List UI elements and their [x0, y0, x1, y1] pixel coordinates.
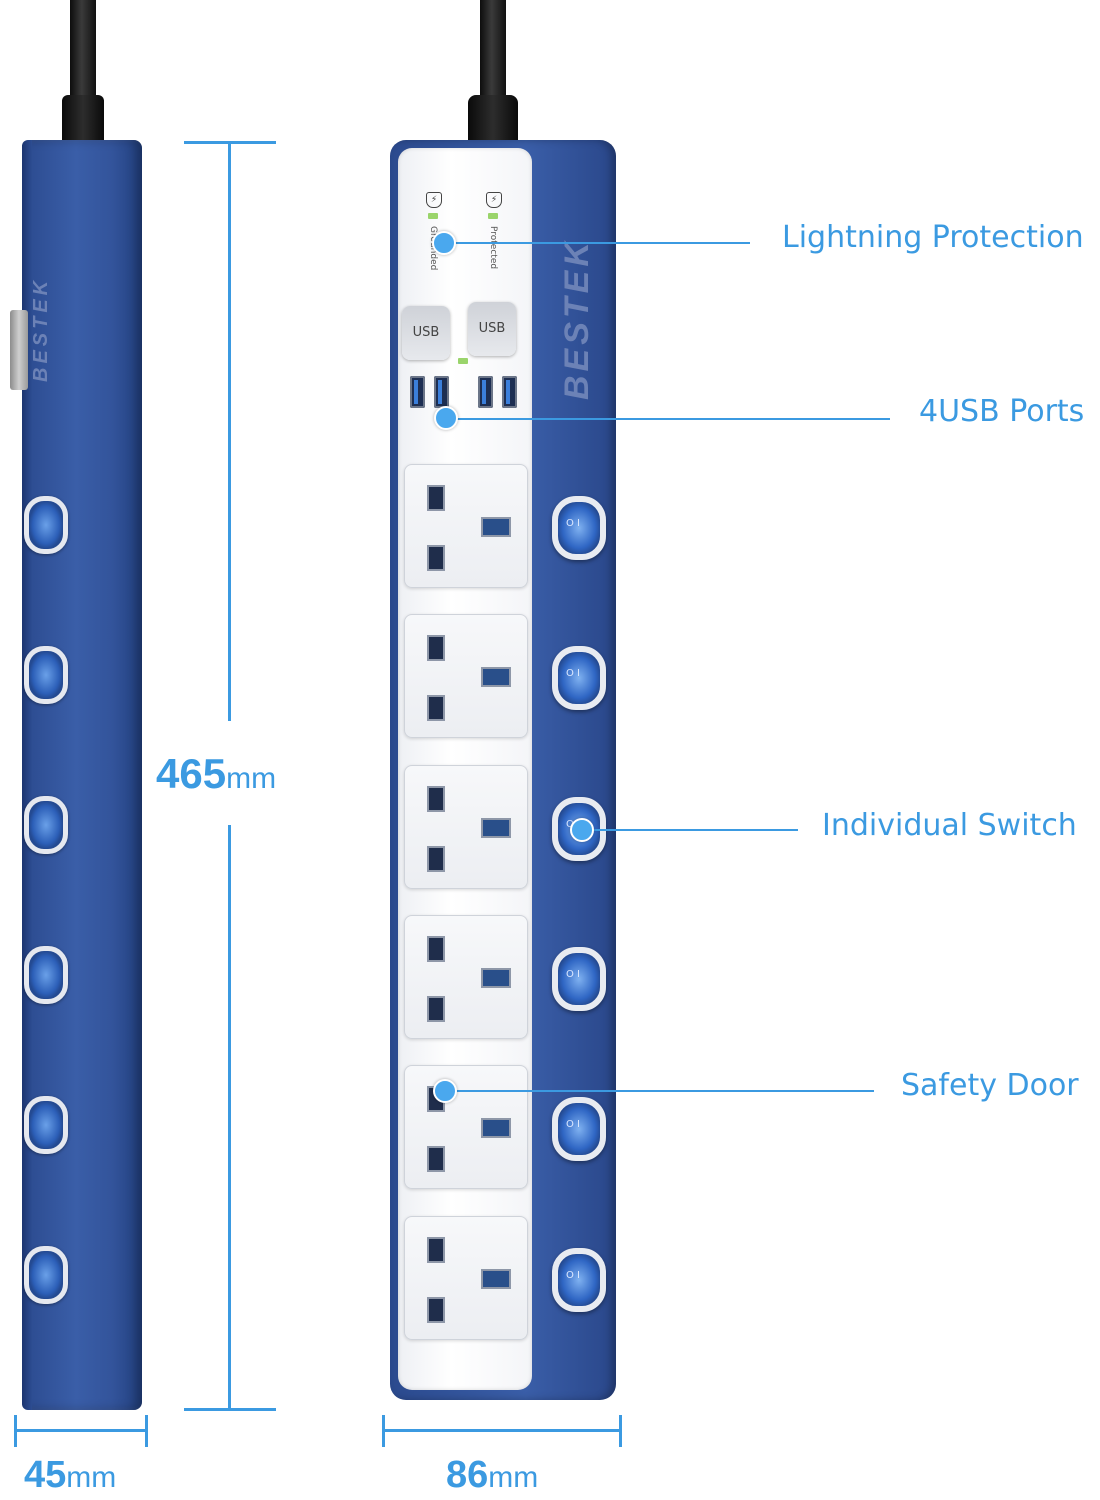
- safety-door-label: Safety Door: [901, 1068, 1079, 1103]
- side-width-unit: mm: [66, 1461, 117, 1494]
- usb-ports-label: 4USB Ports: [919, 394, 1085, 429]
- lightning-callout-dot: [432, 231, 456, 255]
- safety-callout-dot: [433, 1079, 457, 1103]
- side-view-edge: [22, 140, 32, 1410]
- individual-switch-label: Individual Switch: [822, 808, 1077, 843]
- usb-callout-dot: [434, 406, 458, 430]
- side-switch-2: [24, 646, 68, 704]
- side-switch-5: [24, 1096, 68, 1154]
- front-power-cable: [480, 0, 506, 110]
- protected-led: [488, 213, 498, 219]
- outlet-hole: [427, 695, 445, 721]
- safety-callout-line: [448, 1090, 874, 1092]
- outlet-switch-5: [552, 1097, 606, 1161]
- outlet-hole: [427, 1237, 445, 1263]
- outlet-2: [404, 614, 528, 738]
- side-width-dim-line: [14, 1429, 148, 1432]
- side-switch-6: [24, 1246, 68, 1304]
- grounded-indicator-icon: ⚡: [426, 192, 442, 208]
- height-value: 465: [156, 750, 227, 797]
- outlet-hole: [427, 1146, 445, 1172]
- outlet-4: [404, 915, 528, 1039]
- outlet-switch-4: [552, 947, 606, 1011]
- outlet-6: [404, 1216, 528, 1340]
- front-width-dim-right-cap: [619, 1415, 622, 1447]
- height-dim-line-upper: [228, 141, 231, 721]
- height-dimension-label: 465mm: [156, 750, 276, 798]
- side-width-dim-right-cap: [145, 1415, 148, 1447]
- height-dim-line-lower: [228, 825, 231, 1411]
- side-switch-3: [24, 796, 68, 854]
- side-switch-1: [24, 496, 68, 554]
- outlet-hole: [427, 936, 445, 962]
- protected-indicator-icon: ⚡: [486, 192, 502, 208]
- usb-led: [458, 358, 468, 364]
- outlet-earth-hole: [481, 818, 511, 838]
- outlet-hole: [427, 635, 445, 661]
- outlet-switch-2: [552, 646, 606, 710]
- switch-callout-line: [586, 829, 798, 831]
- usb-callout-line: [448, 418, 890, 420]
- usb-port-3: [478, 376, 493, 408]
- side-width-value: 45: [24, 1454, 67, 1496]
- outlet-hole: [427, 996, 445, 1022]
- height-dim-bottom-cap: [184, 1408, 276, 1411]
- lightning-protection-label: Lightning Protection: [782, 220, 1084, 255]
- usb-cover-left: USB: [402, 306, 450, 360]
- front-cable-strain-relief: [468, 95, 518, 145]
- front-width-unit: mm: [488, 1461, 539, 1494]
- front-width-value: 86: [446, 1454, 489, 1496]
- front-brand-logo: BESTEK: [558, 238, 596, 400]
- outlet-3: [404, 765, 528, 889]
- side-mount-clip: [10, 310, 28, 390]
- outlet-5: [404, 1065, 528, 1189]
- height-unit: mm: [226, 762, 277, 795]
- front-width-label: 86mm: [446, 1454, 538, 1497]
- protected-label: Protected: [488, 226, 498, 270]
- outlet-hole: [427, 1297, 445, 1323]
- outlet-earth-hole: [481, 1118, 511, 1138]
- usb-port-2: [434, 376, 449, 408]
- side-cable-strain-relief: [62, 95, 104, 145]
- outlet-earth-hole: [481, 968, 511, 988]
- outlet-hole: [427, 846, 445, 872]
- usb-port-1: [410, 376, 425, 408]
- usb-port-4: [502, 376, 517, 408]
- side-brand-logo: BESTEK: [30, 276, 52, 382]
- side-view-body: [22, 140, 142, 1410]
- outlet-earth-hole: [481, 517, 511, 537]
- outlet-switch-1: [552, 496, 606, 560]
- outlet-switch-6: [552, 1248, 606, 1312]
- outlet-earth-hole: [481, 667, 511, 687]
- grounded-led: [428, 213, 438, 219]
- outlet-hole: [427, 545, 445, 571]
- usb-cover-right: USB: [468, 302, 516, 356]
- lightning-callout-line: [448, 242, 750, 244]
- outlet-hole: [427, 485, 445, 511]
- front-width-dim-line: [382, 1429, 622, 1432]
- outlet-1: [404, 464, 528, 588]
- side-switch-4: [24, 946, 68, 1004]
- outlet-earth-hole: [481, 1269, 511, 1289]
- side-width-label: 45mm: [24, 1454, 116, 1497]
- outlet-hole: [427, 786, 445, 812]
- switch-callout-dot: [570, 818, 594, 842]
